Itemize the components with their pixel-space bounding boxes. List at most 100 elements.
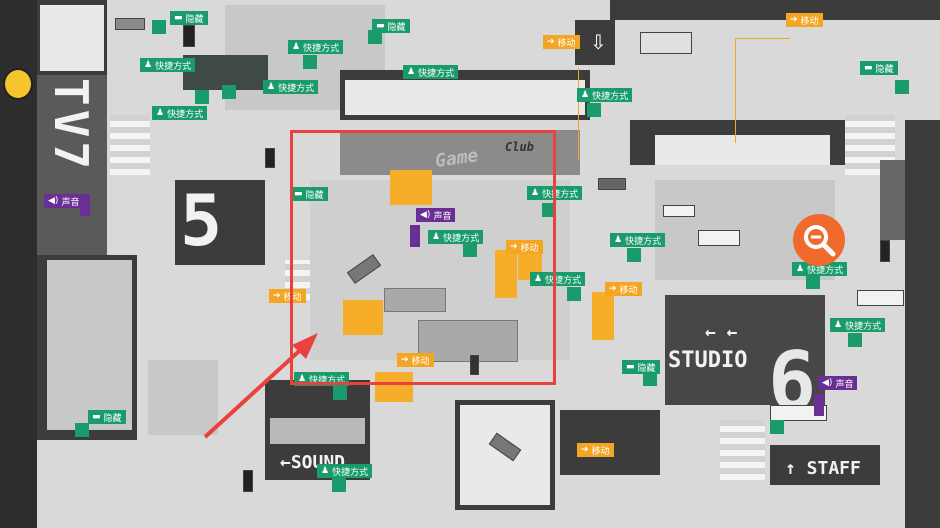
shortcut-anchor[interactable] bbox=[848, 333, 862, 347]
pointer-arrow-icon bbox=[203, 333, 318, 439]
camera-prop bbox=[598, 178, 626, 190]
move-tag[interactable]: ➔移动 bbox=[786, 13, 823, 27]
shortcut-tag[interactable]: ♟快捷方式 bbox=[263, 80, 319, 94]
bench bbox=[384, 288, 446, 312]
npc-figure[interactable] bbox=[470, 355, 479, 375]
shortcut-anchor[interactable] bbox=[195, 90, 209, 104]
movable-block[interactable] bbox=[390, 170, 432, 205]
crosswalk bbox=[110, 115, 150, 175]
shortcut-tag[interactable]: ♟快捷方式 bbox=[317, 464, 373, 478]
shortcut-anchor[interactable] bbox=[75, 423, 89, 437]
person-icon: ♟ bbox=[267, 81, 276, 92]
wall-block bbox=[575, 20, 615, 65]
shortcut-tag[interactable]: ♟快捷方式 bbox=[152, 106, 208, 120]
hide-tag[interactable]: ▬隐藏 bbox=[88, 410, 126, 424]
shortcut-anchor[interactable] bbox=[463, 243, 477, 257]
movable-block[interactable] bbox=[592, 292, 614, 340]
speaker-icon: ◀) bbox=[420, 209, 431, 220]
npc-figure[interactable] bbox=[880, 240, 890, 262]
zoom-out-button[interactable] bbox=[793, 214, 845, 266]
hide-tag[interactable]: ▬隐藏 bbox=[170, 11, 208, 25]
eye-icon: ▬ bbox=[294, 188, 303, 199]
move-tag[interactable]: ➔移动 bbox=[543, 35, 580, 49]
npc-figure[interactable] bbox=[243, 470, 253, 492]
shortcut-tag[interactable]: ♟快捷方式 bbox=[792, 262, 848, 276]
shortcut-anchor[interactable] bbox=[303, 55, 317, 69]
move-tag[interactable]: ➔移动 bbox=[506, 240, 543, 254]
shortcut-anchor[interactable] bbox=[222, 85, 236, 99]
sound-panel bbox=[270, 418, 365, 444]
shortcut-anchor[interactable] bbox=[627, 248, 641, 262]
arrow-right-icon: ➔ bbox=[609, 283, 617, 294]
shortcut-anchor[interactable] bbox=[567, 287, 581, 301]
eye-icon: ▬ bbox=[626, 361, 635, 372]
move-tag[interactable]: ➔移动 bbox=[605, 282, 642, 296]
hide-tag[interactable]: ▬隐藏 bbox=[290, 187, 328, 201]
shortcut-anchor[interactable] bbox=[587, 103, 601, 117]
sound-tag[interactable]: ◀)声音 bbox=[818, 376, 858, 390]
player-avatar-icon[interactable] bbox=[3, 68, 33, 100]
movable-block[interactable] bbox=[375, 372, 413, 402]
studio-desk bbox=[655, 135, 830, 165]
number5-block bbox=[175, 180, 265, 265]
hide-tag[interactable]: ▬隐藏 bbox=[372, 19, 410, 33]
movable-block[interactable] bbox=[343, 300, 383, 335]
shortcut-anchor[interactable] bbox=[333, 386, 347, 400]
staff-label: ↑ STAFF bbox=[785, 458, 861, 479]
arrow-right-icon: ➔ bbox=[273, 290, 281, 301]
right-wall bbox=[905, 120, 940, 528]
person-icon: ♟ bbox=[834, 319, 843, 330]
shortcut-tag[interactable]: ♟快捷方式 bbox=[428, 230, 484, 244]
shortcut-tag[interactable]: ♟快捷方式 bbox=[610, 233, 666, 247]
link-line bbox=[735, 38, 736, 143]
shortcut-tag[interactable]: ♟快捷方式 bbox=[403, 65, 459, 79]
move-tag[interactable]: ➔移动 bbox=[397, 353, 434, 367]
person-icon: ♟ bbox=[534, 273, 543, 284]
studio-block bbox=[665, 295, 825, 405]
shortcut-tag[interactable]: ♟快捷方式 bbox=[830, 318, 886, 332]
eye-icon: ▬ bbox=[92, 411, 101, 422]
sound-tag[interactable]: ◀)声音 bbox=[416, 208, 456, 222]
person-icon: ♟ bbox=[321, 465, 330, 476]
npc-figure[interactable] bbox=[183, 25, 195, 47]
person-icon: ♟ bbox=[581, 89, 590, 100]
sound-anchor[interactable] bbox=[814, 394, 824, 416]
selection-frame bbox=[290, 130, 556, 385]
desk-prop bbox=[857, 290, 904, 306]
shortcut-anchor[interactable] bbox=[806, 275, 820, 289]
sound-anchor[interactable] bbox=[80, 194, 90, 216]
person-icon: ♟ bbox=[156, 107, 165, 118]
arrow-right-icon: ➔ bbox=[547, 36, 555, 47]
person-icon: ♟ bbox=[298, 373, 307, 384]
counter bbox=[345, 80, 585, 115]
desk-prop bbox=[770, 405, 827, 421]
shortcut-anchor[interactable] bbox=[332, 478, 346, 492]
shortcut-tag[interactable]: ♟快捷方式 bbox=[140, 58, 196, 72]
hide-tag[interactable]: ▬隐藏 bbox=[860, 61, 898, 75]
hide-tag[interactable]: ▬隐藏 bbox=[622, 360, 660, 374]
eye-icon: ▬ bbox=[376, 20, 385, 31]
shortcut-anchor[interactable] bbox=[643, 372, 657, 386]
zoom-out-icon bbox=[804, 225, 836, 257]
shortcut-anchor[interactable] bbox=[368, 30, 382, 44]
zone-5-label: 5 bbox=[180, 180, 223, 262]
person-icon: ♟ bbox=[292, 41, 301, 52]
link-line bbox=[578, 68, 579, 160]
speaker-icon: ◀) bbox=[48, 195, 59, 206]
sound-tag[interactable]: ◀)声音 bbox=[44, 194, 84, 208]
shortcut-anchor[interactable] bbox=[770, 420, 784, 434]
move-tag[interactable]: ➔移动 bbox=[577, 443, 614, 457]
npc-figure[interactable] bbox=[265, 148, 275, 168]
shortcut-tag[interactable]: ♟快捷方式 bbox=[530, 272, 586, 286]
shortcut-anchor[interactable] bbox=[152, 20, 166, 34]
shortcut-tag[interactable]: ♟快捷方式 bbox=[288, 40, 344, 54]
shortcut-tag[interactable]: ♟快捷方式 bbox=[577, 88, 633, 102]
sound-anchor[interactable] bbox=[410, 225, 420, 247]
studio-label: STUDIO bbox=[668, 348, 748, 373]
movable-block[interactable] bbox=[495, 250, 517, 298]
shortcut-anchor[interactable] bbox=[542, 203, 556, 217]
studio-arrows: ← ← bbox=[705, 322, 738, 343]
shortcut-anchor[interactable] bbox=[895, 80, 909, 94]
room-topleft bbox=[40, 5, 104, 71]
